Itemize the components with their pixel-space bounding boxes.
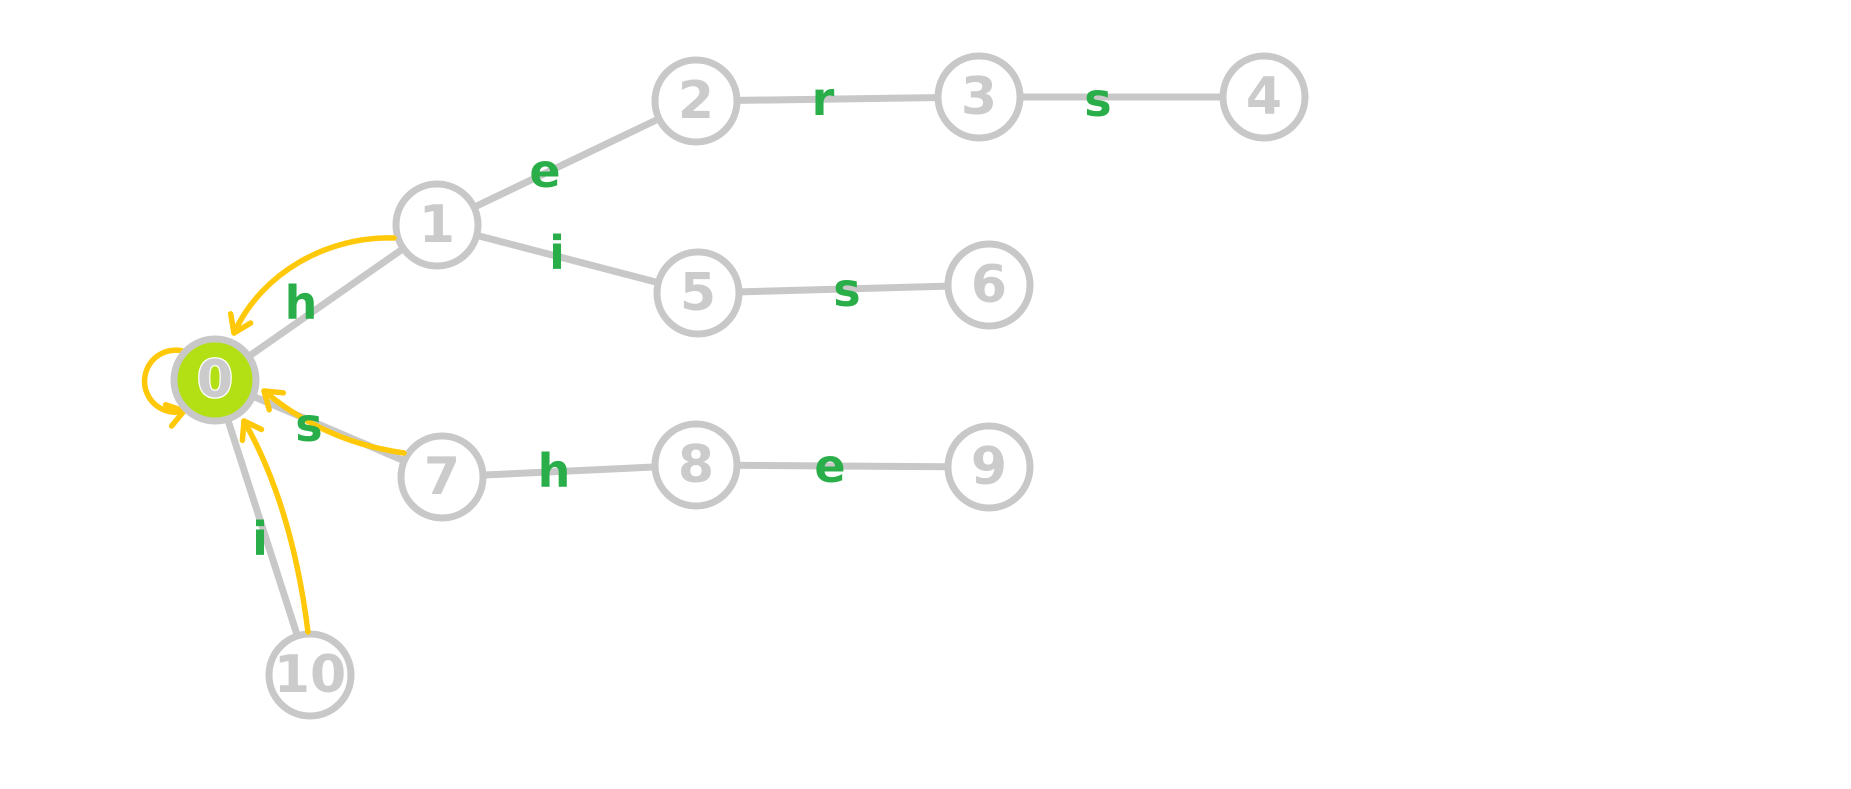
node-7[interactable]: 7: [397, 432, 487, 522]
failure-link-7-0: [261, 388, 407, 456]
node-2[interactable]: 2: [651, 56, 741, 146]
failure-link-10-0: [239, 418, 311, 635]
node-label-0: 0: [197, 350, 233, 410]
node-1[interactable]: 1: [392, 180, 482, 270]
edge-5-6: [697, 281, 990, 297]
node-0[interactable]: 0: [170, 335, 260, 425]
node-circle[interactable]: [651, 56, 741, 146]
node-circle[interactable]: [392, 180, 482, 270]
edge-2-3: [695, 93, 980, 105]
node-label-6: 6: [971, 255, 1007, 315]
node-9[interactable]: 9: [944, 422, 1034, 512]
node-circle[interactable]: [265, 630, 355, 720]
edge-8-9: [695, 461, 990, 471]
node-3[interactable]: 3: [934, 52, 1024, 142]
node-label-1: 1: [419, 195, 455, 255]
edge-label-2-3: r: [812, 72, 835, 126]
failure-links: [227, 235, 407, 635]
edge-label-0-10: i: [252, 512, 268, 566]
edge-label-0-7: s: [295, 398, 322, 452]
edge-label-3-4: s: [1084, 73, 1111, 127]
node-circle[interactable]: [653, 248, 743, 338]
edge-0-10: [211, 378, 314, 677]
edge-label-5-6: s: [833, 263, 860, 317]
edge-label-0-1: h: [285, 276, 318, 330]
node-label-2: 2: [678, 71, 714, 131]
node-10[interactable]: 10: [265, 630, 355, 720]
node-label-10: 10: [274, 645, 346, 705]
node-label-3: 3: [961, 67, 997, 127]
edge-1-5: [436, 221, 699, 297]
edge-1-2: [435, 97, 698, 229]
edge-label-7-8: h: [538, 444, 571, 498]
failure-links-under: [141, 347, 189, 429]
node-circle[interactable]: [1219, 52, 1309, 142]
node-label-4: 4: [1246, 67, 1282, 127]
node-label-9: 9: [971, 437, 1007, 497]
edge-0-1: [212, 222, 440, 383]
node-6[interactable]: 6: [944, 240, 1034, 330]
node-8[interactable]: 8: [651, 420, 741, 510]
tree-edges: [211, 93, 1264, 677]
node-label-7: 7: [424, 447, 460, 507]
node-circle[interactable]: [934, 52, 1024, 142]
node-label-5: 5: [680, 263, 716, 323]
node-circle[interactable]: [944, 422, 1034, 512]
root-node-circle[interactable]: [170, 335, 260, 425]
edge-label-8-9: e: [814, 439, 845, 493]
node-circle[interactable]: [944, 240, 1034, 330]
edge-label-1-2: e: [529, 144, 560, 198]
node-circle[interactable]: [397, 432, 487, 522]
failure-link-0-0: [141, 347, 189, 429]
node-4[interactable]: 4: [1219, 52, 1309, 142]
edge-label-1-5: i: [549, 226, 565, 280]
node-circle[interactable]: [651, 420, 741, 510]
failure-link-1-0: [227, 235, 397, 336]
nodes: 0 1 2 3 4 5 6 7 8 9 10: [170, 52, 1309, 720]
node-label-8: 8: [678, 435, 714, 495]
node-5[interactable]: 5: [653, 248, 743, 338]
